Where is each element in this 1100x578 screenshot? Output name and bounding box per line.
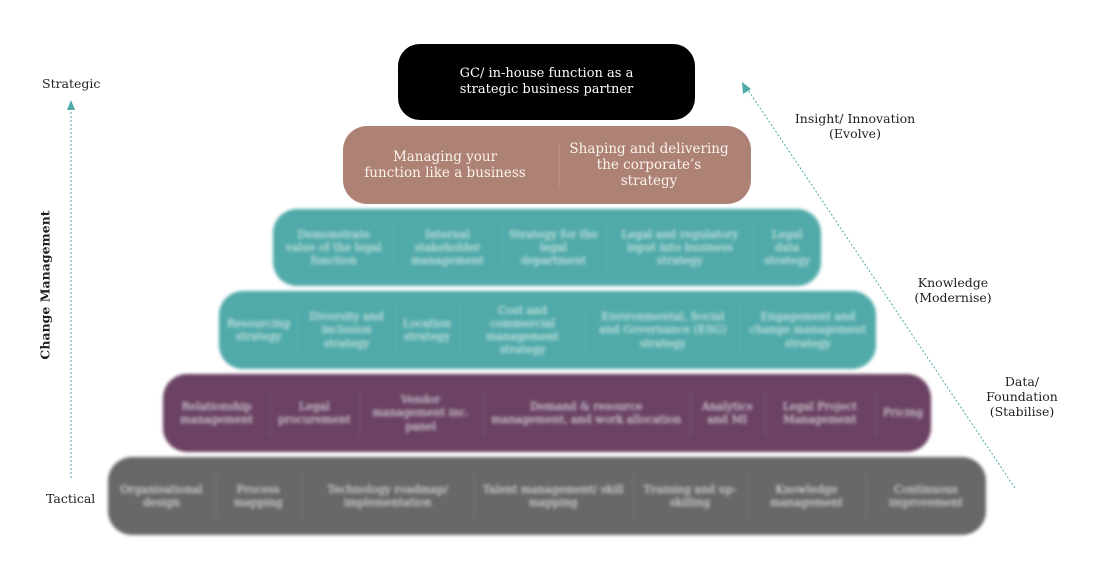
maturity-label-data: Data/ Foundation (Stabilise) (986, 374, 1058, 419)
pyramid-tier-4: Resourcing strategy Diversity and inclusi… (219, 291, 876, 369)
maturity-label-knowledge: Knowledge (Modernise) (914, 275, 992, 305)
pyramid-item: Demand & resource management, and work a… (482, 386, 690, 441)
arrow-up-icon (67, 100, 75, 110)
axis-label-tactical: Tactical (46, 491, 96, 506)
maturity-label-insight: Insight/ Innovation (Evolve) (794, 111, 916, 141)
pyramid-item: Vendor management inc. panel (358, 386, 483, 441)
pyramid-tier-5: Relationship management Legal procurement… (163, 374, 931, 452)
pyramid-item: GC/ in-house function as a strategic bus… (459, 66, 634, 97)
pyramid-item: Continuous improvement (865, 469, 986, 524)
pyramid-item: Technology roadmap/ implementation (301, 469, 474, 524)
arrow-diagonal-icon (742, 82, 751, 94)
pyramid-item: Process mapping (214, 469, 302, 524)
pyramid-item: Engagement and change management strateg… (739, 303, 876, 358)
pyramid-item: Shaping and delivering the corporate’s s… (559, 138, 739, 193)
axis-label-strategic: Strategic (42, 76, 101, 91)
pyramid-item: Cost and commercial management strategy (459, 303, 586, 358)
pyramid-item: Legal procurement (270, 386, 358, 441)
pyramid-item: Environmental, Social and Governance (ES… (585, 303, 740, 358)
pyramid-item: Talent management/ skill mapping (473, 469, 633, 524)
pyramid-item: Resourcing strategy (227, 316, 291, 343)
pyramid-tier-2: Managing your function like a business Sh… (343, 126, 751, 204)
pyramid-item: Training and up-skilling (632, 469, 748, 524)
pyramid-item: Diversity and inclusion strategy (298, 303, 395, 358)
pyramid-item: Legal Project Management (764, 386, 875, 441)
pyramid-item: Knowledge management (747, 469, 865, 524)
pyramid-item: Strategy for the legal department (500, 221, 607, 275)
vertical-arrow (67, 100, 75, 478)
pyramid-item: Pricing (875, 386, 931, 441)
pyramid-item: Demonstrate value of the legal function (285, 227, 382, 268)
pyramid-tier-3: Demonstrate value of the legal function I… (273, 209, 821, 286)
pyramid-item: Organisational design (120, 482, 203, 509)
pyramid-item: Legal data strategy (753, 221, 821, 275)
pyramid-item: Relationship management (180, 399, 253, 426)
pyramid-tier-1: GC/ in-house function as a strategic bus… (398, 44, 695, 120)
pyramid-item: Legal and regulatory input into business… (606, 221, 753, 275)
pyramid-item: Internal stakeholder management (394, 221, 500, 275)
pyramid-item: Managing your function like a business (364, 148, 526, 181)
axis-title-change-management: Change Management (37, 210, 53, 360)
pyramid-item: Location strategy (394, 303, 459, 358)
pyramid-item: Analytics and MI (689, 386, 765, 441)
